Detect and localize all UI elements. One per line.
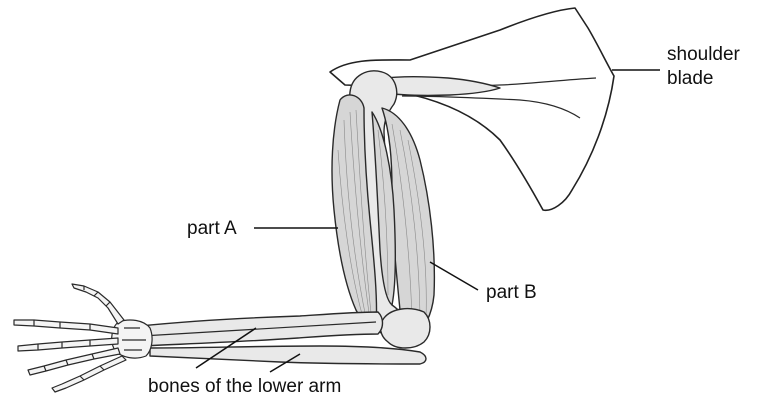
- hand-bones: [14, 284, 152, 392]
- shoulder-blade-label-line2: blade: [667, 68, 714, 89]
- part-b-label: part B: [486, 282, 537, 303]
- part-b-leader-line: [430, 262, 478, 290]
- elbow-joint: [381, 309, 430, 348]
- lower-arm-bones-label: bones of the lower arm: [148, 376, 341, 397]
- part-a-label: part A: [187, 218, 237, 239]
- shoulder-blade-label-line1: shoulder: [667, 44, 741, 65]
